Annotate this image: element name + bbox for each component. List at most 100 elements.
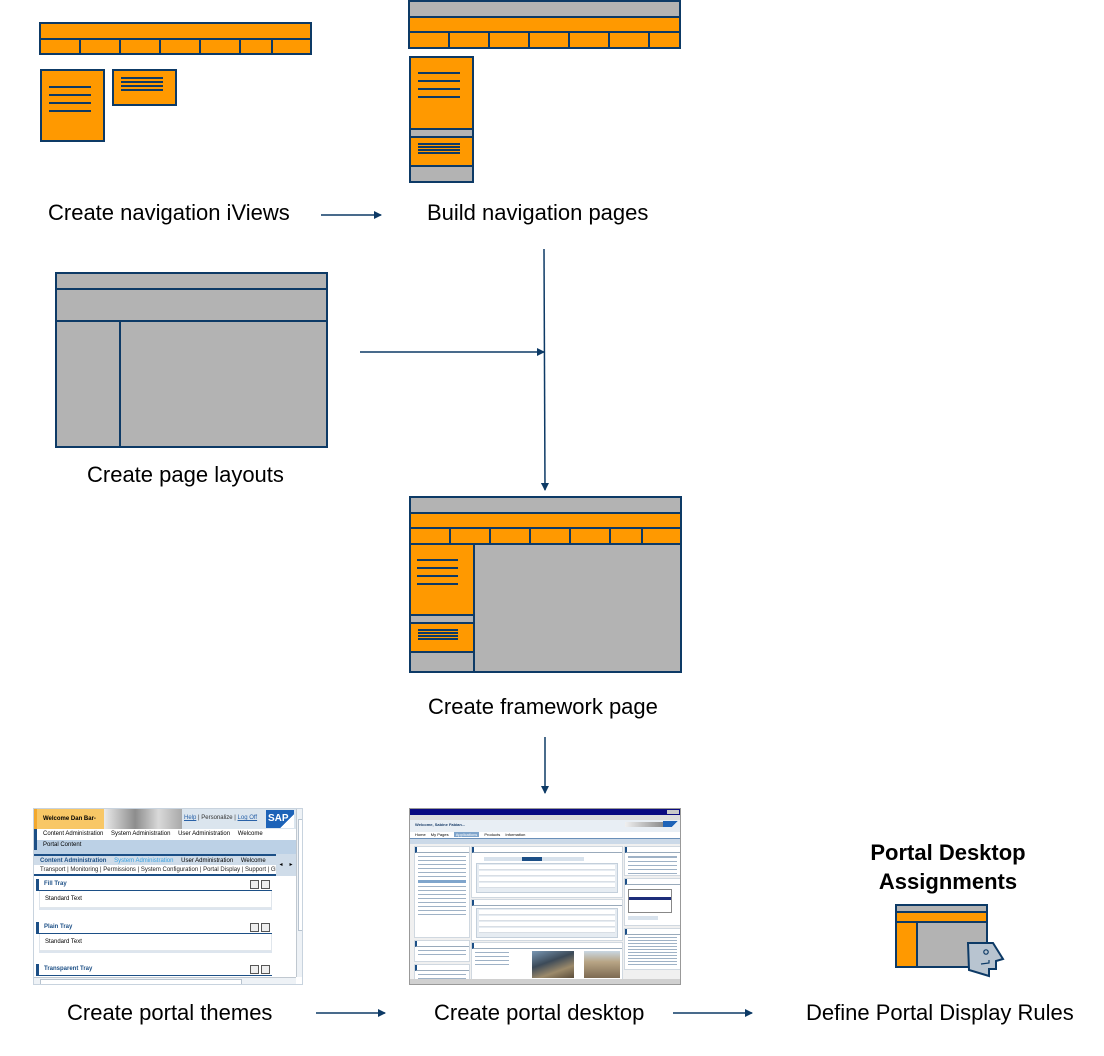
level1-nav-item[interactable]: Welcome bbox=[240, 858, 266, 864]
tab-cell bbox=[159, 40, 161, 53]
window-buttons[interactable] bbox=[667, 810, 679, 814]
tray: Fill Tray Standard Text bbox=[36, 879, 272, 908]
portal-desktop-preview: Welcome, Sabine Fabian... Home My Pages … bbox=[409, 808, 681, 985]
welcome-text: Welcome, Sabine Fabian... bbox=[415, 822, 466, 827]
step-label-nav-iviews: Create navigation iViews bbox=[48, 200, 290, 225]
tray-title-text: Plain Tray bbox=[44, 924, 73, 930]
news-image bbox=[532, 951, 574, 978]
list-buttons[interactable] bbox=[628, 916, 658, 920]
nav-prev-button[interactable]: ◂ bbox=[276, 854, 286, 876]
tray-collapse-icon[interactable] bbox=[261, 880, 270, 889]
tray: Transparent Tray bbox=[36, 964, 272, 976]
tray-title: Fill Tray bbox=[36, 879, 272, 891]
assignments-title-line1: Portal Desktop bbox=[870, 840, 1026, 865]
tab-cell bbox=[199, 40, 201, 53]
tray-title: Plain Tray bbox=[36, 922, 272, 934]
nav-page-sidebar bbox=[409, 56, 474, 183]
layout-divider bbox=[57, 288, 326, 290]
tray-menu-icon[interactable] bbox=[250, 965, 259, 974]
assignments-title-line2: Assignments bbox=[878, 869, 1018, 894]
top-nav-item[interactable]: System Administration bbox=[111, 831, 171, 837]
top-nav-item[interactable]: Welcome bbox=[237, 831, 263, 837]
panel-title bbox=[415, 847, 469, 853]
detailed-navigation-panel bbox=[414, 846, 470, 938]
panel-title bbox=[415, 965, 469, 971]
nav-page-header bbox=[408, 0, 681, 49]
tray-collapse-icon[interactable] bbox=[261, 923, 270, 932]
tray-controls bbox=[248, 880, 270, 894]
top-nav-item[interactable]: User Administration bbox=[178, 831, 231, 837]
tab-cell bbox=[529, 529, 531, 543]
tab-cell bbox=[641, 529, 643, 543]
face-eye bbox=[983, 949, 989, 955]
collaboration-panel bbox=[471, 899, 623, 941]
panel-title bbox=[472, 900, 622, 906]
tab-cell bbox=[609, 529, 611, 543]
layout-column-divider bbox=[119, 320, 121, 446]
tab-cell bbox=[271, 40, 273, 53]
scroll-thumb[interactable] bbox=[298, 819, 302, 931]
selected-item[interactable] bbox=[629, 897, 671, 900]
panel-title bbox=[625, 847, 680, 853]
toplevel-bar-divider bbox=[41, 38, 310, 40]
level2-nav[interactable]: Transport | Monitoring | Permissions | S… bbox=[34, 865, 296, 876]
text-lines bbox=[418, 143, 460, 154]
forum-table bbox=[476, 863, 618, 893]
tab-cell bbox=[568, 33, 570, 47]
step-label-framework-page: Create framework page bbox=[428, 694, 658, 719]
panel-title bbox=[415, 941, 469, 947]
level1-nav-item[interactable]: User Administration bbox=[181, 858, 234, 864]
scroll-thumb[interactable] bbox=[40, 979, 242, 984]
step-label-nav-pages: Build navigation pages bbox=[427, 200, 649, 225]
step-label-page-layouts: Create page layouts bbox=[87, 462, 284, 487]
spacer bbox=[34, 850, 296, 854]
related-links-iview bbox=[112, 69, 177, 106]
horizontal-scrollbar[interactable] bbox=[34, 977, 296, 984]
page-layout-template bbox=[55, 272, 328, 448]
detailed-navigation-slot bbox=[411, 58, 472, 130]
personalize-link[interactable]: Personalize bbox=[201, 815, 233, 821]
text-lines bbox=[418, 72, 460, 98]
sub-tabs bbox=[410, 838, 680, 844]
header-image bbox=[104, 809, 182, 829]
toplevel-bar-cells bbox=[41, 40, 310, 53]
tab[interactable]: Products bbox=[484, 832, 501, 837]
forum-panel bbox=[471, 846, 623, 898]
tab[interactable]: Information bbox=[505, 832, 526, 837]
logoff-link[interactable]: Log Off bbox=[237, 815, 258, 821]
tray: Plain Tray Standard Text bbox=[36, 922, 272, 951]
text-lines bbox=[49, 86, 91, 112]
level1-nav-item[interactable]: System Administration bbox=[114, 858, 174, 864]
tray-collapse-icon[interactable] bbox=[261, 965, 270, 974]
vertical-scrollbar[interactable] bbox=[296, 809, 302, 977]
tab-cell bbox=[489, 529, 491, 543]
top-nav: Content Administration System Administra… bbox=[34, 829, 296, 840]
example-tab-active[interactable] bbox=[522, 857, 542, 861]
toplevel-bar-cells bbox=[411, 529, 680, 545]
step-label-portal-desktop: Create portal desktop bbox=[434, 1000, 645, 1025]
tray-menu-icon[interactable] bbox=[250, 923, 259, 932]
breadcrumb: Portal Content bbox=[34, 840, 296, 850]
tray-title: Transparent Tray bbox=[36, 964, 272, 976]
tray-title-text: Transparent Tray bbox=[44, 966, 93, 972]
tab-cell bbox=[79, 40, 81, 53]
tab-cell bbox=[239, 40, 241, 53]
tab-active[interactable]: Applications bbox=[453, 832, 480, 837]
help-link[interactable]: Help bbox=[184, 815, 197, 821]
tray-menu-icon[interactable] bbox=[250, 880, 259, 889]
tab-cell bbox=[449, 529, 451, 543]
top-nav-item[interactable]: Content Administration bbox=[43, 831, 104, 837]
tab[interactable]: My Pages bbox=[430, 832, 449, 837]
tab[interactable]: Home bbox=[415, 832, 426, 837]
tab-cell bbox=[448, 33, 450, 47]
detailed-navigation-slot bbox=[411, 545, 473, 616]
tab-cell bbox=[648, 33, 650, 47]
arrow-pages-to-framework bbox=[540, 248, 549, 491]
nav-next-button[interactable]: ▸ bbox=[286, 854, 296, 876]
detailed-navigation-iview bbox=[40, 69, 105, 142]
news-links bbox=[472, 952, 512, 965]
level1-nav-item-active[interactable]: Content Administration bbox=[40, 858, 107, 864]
selection-list[interactable] bbox=[628, 889, 672, 913]
step-label-portal-themes: Create portal themes bbox=[67, 1000, 273, 1025]
